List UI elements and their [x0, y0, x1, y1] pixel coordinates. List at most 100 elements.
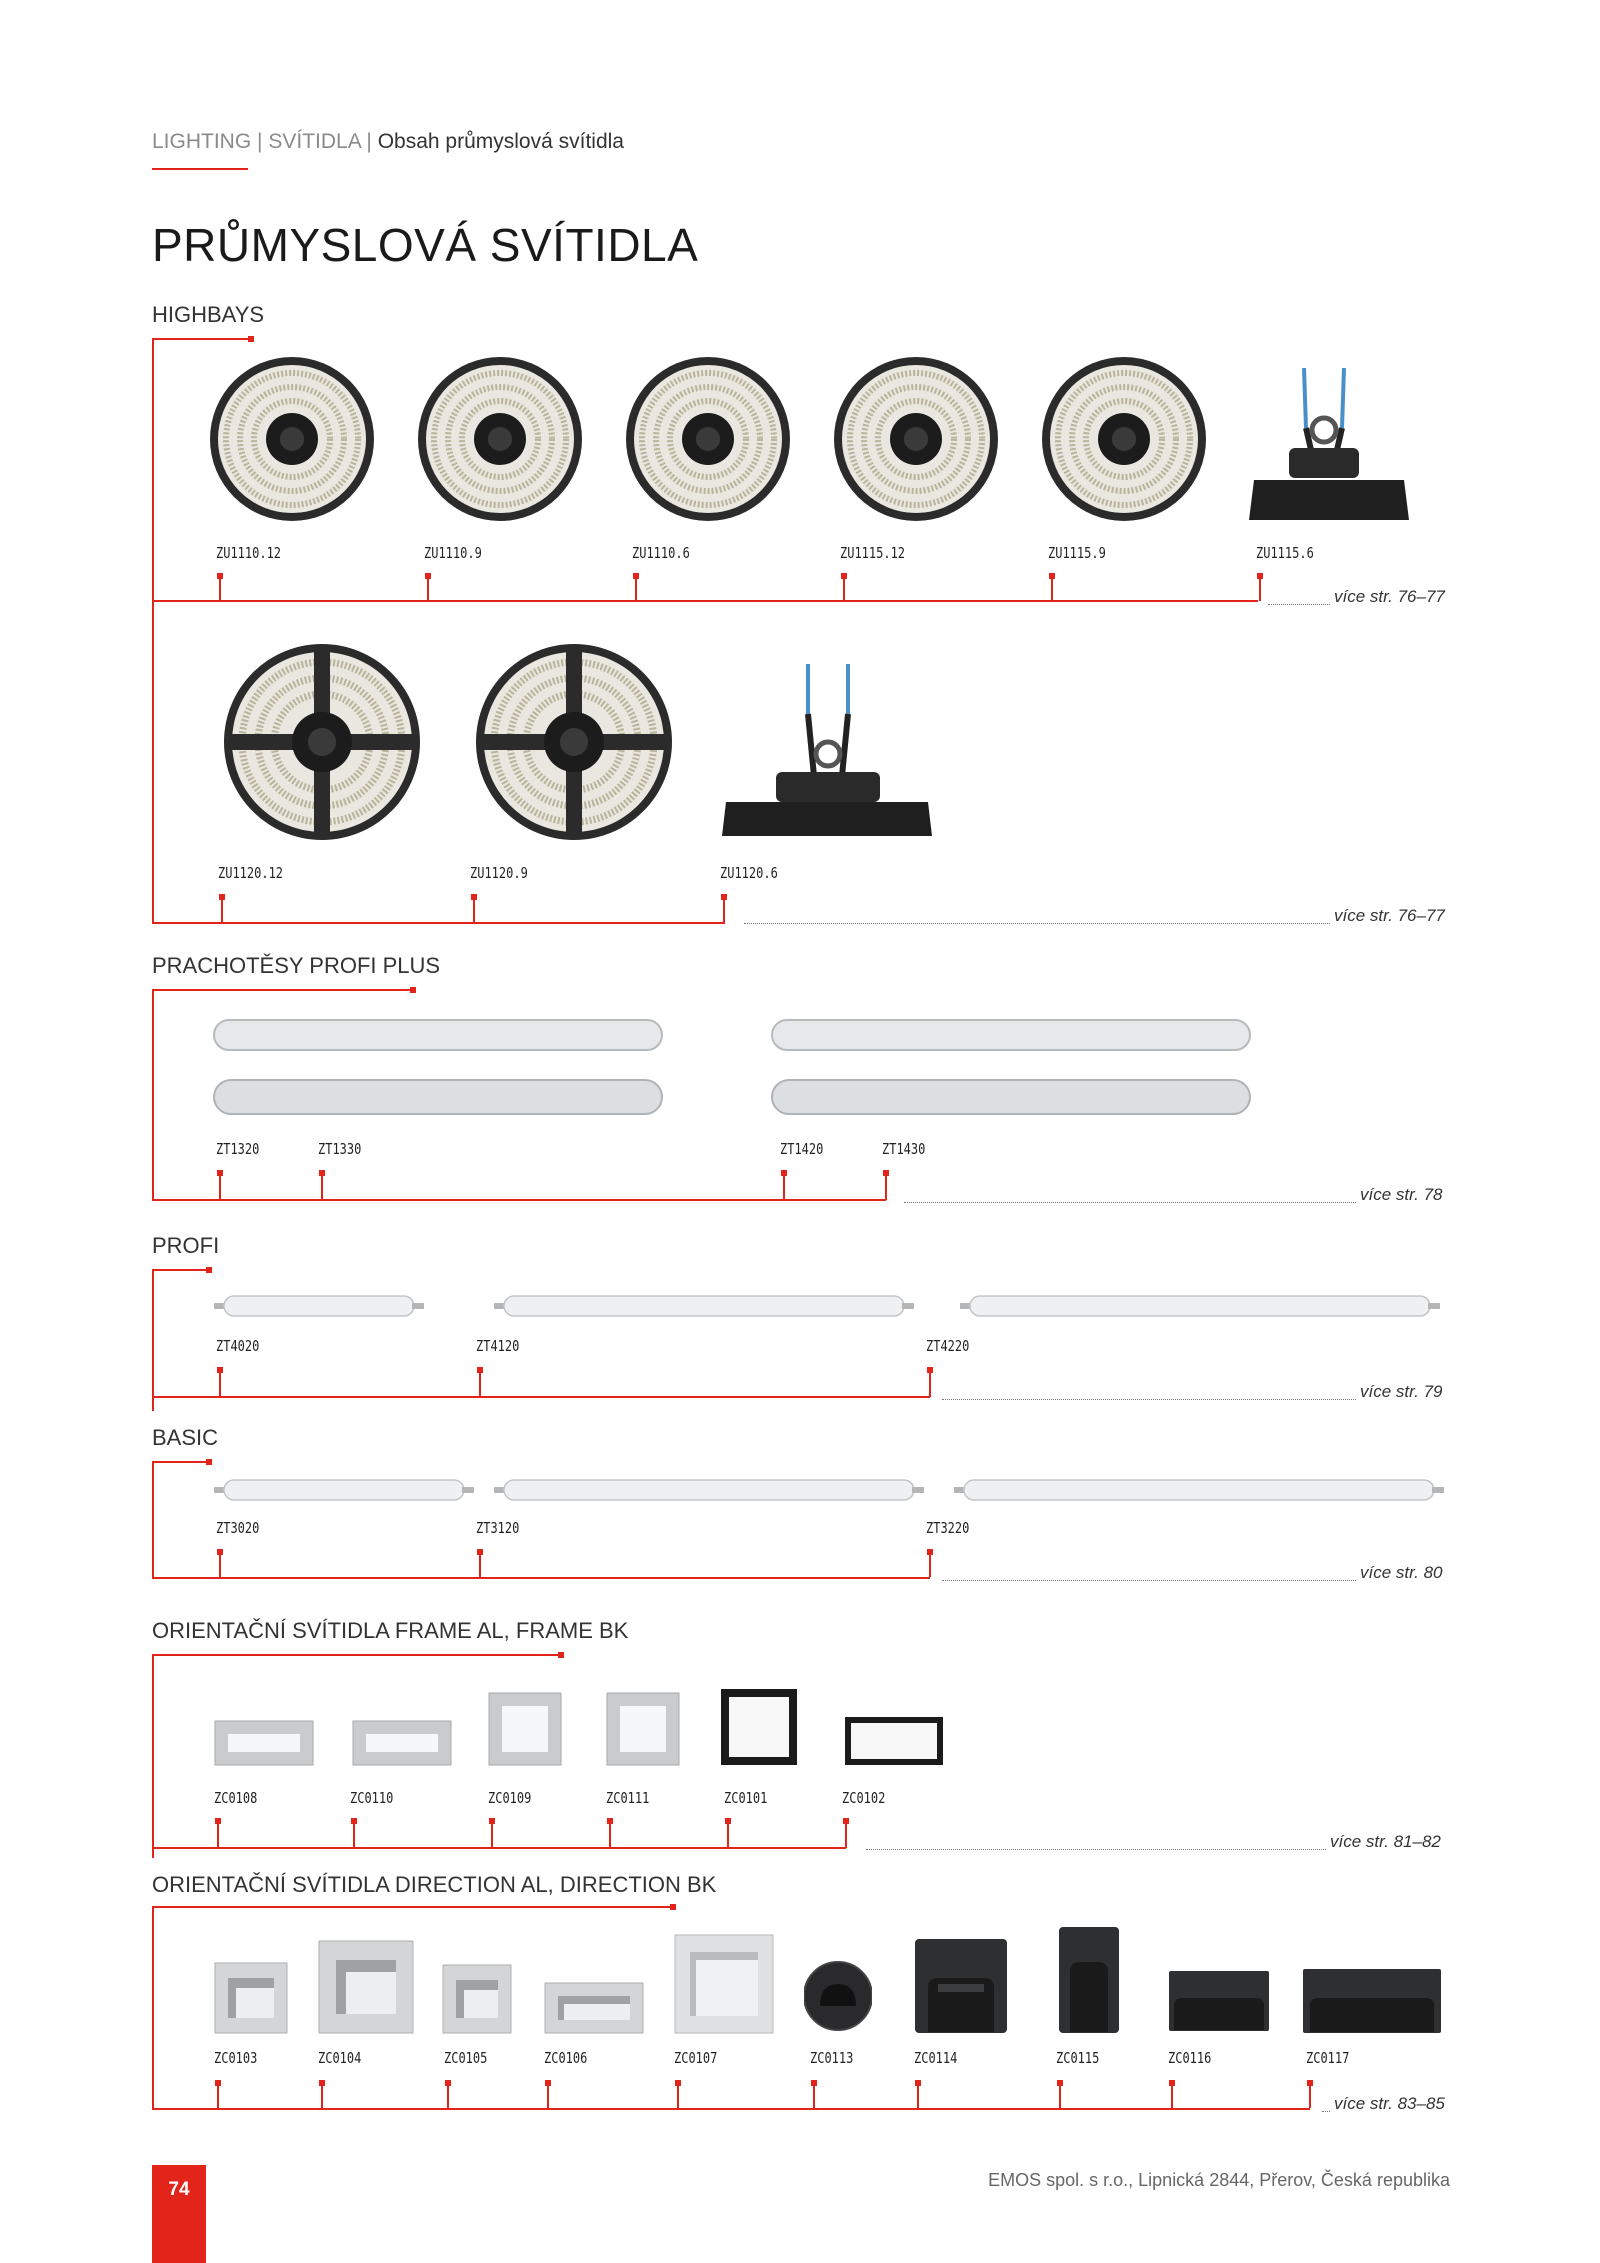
frame-bk-rect-image [845, 1717, 943, 1765]
direction-bk-round-image [804, 1961, 872, 2031]
section-title-prachotesy: PRACHOTĚSY PROFI PLUS [152, 953, 441, 978]
product-code[interactable]: ZC0111 [606, 1789, 650, 1807]
footer-company: EMOS spol. s r.o., Lipnická 2844, Přerov… [988, 2170, 1450, 2190]
connector-tick [929, 1367, 931, 1397]
connector-tick [479, 1549, 481, 1577]
connector-tick [813, 2080, 815, 2108]
connector-tick [221, 894, 223, 922]
product-code[interactable]: ZT3020 [216, 1519, 260, 1537]
dustproof-luminaire-pair-image [771, 1019, 1251, 1115]
more-pages-link[interactable]: více str. 81–82 [1330, 1832, 1441, 1851]
connector-line [152, 1199, 886, 1201]
tube-luminaire-image [214, 1479, 474, 1501]
product-code[interactable]: ZT1430 [882, 1140, 926, 1158]
direction-bk-square-image [915, 1939, 1007, 2033]
product-code[interactable]: ZU1115.12 [840, 544, 906, 562]
product-code[interactable]: ZU1110.12 [216, 544, 282, 562]
connector-tick [1309, 2080, 1311, 2108]
more-pages-link[interactable]: více str. 83–85 [1334, 2094, 1445, 2113]
product-code[interactable]: ZU1115.6 [1256, 544, 1314, 562]
product-code[interactable]: ZT3120 [476, 1519, 520, 1537]
highbay-round-image [210, 357, 374, 521]
product-code[interactable]: ZU1120.9 [470, 864, 528, 882]
direction-al-square-large-image [674, 1934, 774, 2034]
product-code[interactable]: ZC0113 [810, 2049, 854, 2067]
highbay-round-image [834, 357, 998, 521]
breadcrumb: LIGHTING | SVÍTIDLA | Obsah průmyslová s… [152, 130, 624, 154]
connector-tick [219, 1549, 221, 1577]
product-code[interactable]: ZC0110 [350, 1789, 394, 1807]
product-code[interactable]: ZC0107 [674, 2049, 718, 2067]
connector-tick [929, 1549, 931, 1577]
product-code[interactable]: ZC0108 [214, 1789, 258, 1807]
connector-tick [491, 1818, 493, 1848]
product-code[interactable]: ZT1320 [216, 1140, 260, 1158]
leader-dots [942, 1399, 1356, 1400]
product-code[interactable]: ZC0115 [1056, 2049, 1100, 2067]
frame-al-rect-image [352, 1720, 452, 1766]
highbay-round-image [626, 357, 790, 521]
highbay-round-image [1042, 357, 1206, 521]
breadcrumb-svitidla[interactable]: SVÍTIDLA [268, 130, 361, 153]
frame-bk-square-image [721, 1689, 797, 1765]
breadcrumb-lighting[interactable]: LIGHTING [152, 130, 252, 153]
product-code[interactable]: ZU1120.6 [720, 864, 778, 882]
product-code[interactable]: ZC0103 [214, 2049, 258, 2067]
direction-bk-rect-image [1169, 1971, 1269, 2031]
product-code[interactable]: ZC0105 [444, 2049, 488, 2067]
product-code[interactable]: ZC0104 [318, 2049, 362, 2067]
product-code[interactable]: ZT4220 [926, 1337, 970, 1355]
product-code[interactable]: ZC0101 [724, 1789, 768, 1807]
more-pages-link[interactable]: více str. 78 [1360, 1185, 1443, 1204]
connector-line [152, 1847, 846, 1849]
direction-bk-vertical-image [1059, 1927, 1119, 2033]
connector-tick [219, 1170, 221, 1200]
section-rule-dot [670, 1904, 676, 1910]
product-code[interactable]: ZU1110.6 [632, 544, 690, 562]
bracket-vertical [152, 1654, 154, 1858]
more-pages-link[interactable]: více str. 76–77 [1334, 906, 1445, 925]
product-code[interactable]: ZC0109 [488, 1789, 532, 1807]
direction-bk-rect-large-image [1303, 1969, 1441, 2033]
leader-dots [1268, 604, 1330, 605]
connector-tick [677, 2080, 679, 2108]
connector-tick [547, 2080, 549, 2108]
more-pages-link[interactable]: více str. 76–77 [1334, 587, 1445, 606]
section-rule [152, 1906, 674, 1908]
connector-tick [1259, 573, 1261, 601]
connector-line [152, 2108, 1310, 2110]
connector-tick [473, 894, 475, 922]
page-number: 74 [152, 2165, 206, 2263]
connector-tick [635, 573, 637, 601]
highbay-round-large-image [476, 644, 672, 840]
product-code[interactable]: ZU1115.9 [1048, 544, 1106, 562]
product-code[interactable]: ZC0114 [914, 2049, 958, 2067]
connector-tick [217, 1818, 219, 1848]
section-title-profi: PROFI [152, 1233, 220, 1258]
product-code[interactable]: ZC0106 [544, 2049, 588, 2067]
product-code[interactable]: ZT4120 [476, 1337, 520, 1355]
product-code[interactable]: ZT1420 [780, 1140, 824, 1158]
more-pages-link[interactable]: více str. 79 [1360, 1382, 1443, 1401]
leader-dots [744, 923, 1330, 924]
product-code[interactable]: ZC0117 [1306, 2049, 1350, 2067]
bracket-vertical [152, 338, 154, 924]
bracket-vertical [152, 1906, 154, 2110]
product-code[interactable]: ZU1120.12 [218, 864, 284, 882]
connector-line [152, 1396, 930, 1398]
product-code[interactable]: ZC0102 [842, 1789, 886, 1807]
connector-tick [843, 573, 845, 601]
connector-tick [1051, 573, 1053, 601]
product-code[interactable]: ZU1110.9 [424, 544, 482, 562]
connector-tick [447, 2080, 449, 2108]
leader-dots [866, 1849, 1326, 1850]
connector-tick [885, 1170, 887, 1200]
product-code[interactable]: ZT4020 [216, 1337, 260, 1355]
more-pages-link[interactable]: více str. 80 [1360, 1563, 1443, 1582]
section-title-direction: ORIENTAČNÍ SVÍTIDLA DIRECTION AL, DIRECT… [152, 1872, 717, 1897]
product-code[interactable]: ZC0116 [1168, 2049, 1212, 2067]
direction-al-square-image [214, 1962, 288, 2034]
product-code[interactable]: ZT3220 [926, 1519, 970, 1537]
highbay-side-view-image [722, 664, 932, 836]
product-code[interactable]: ZT1330 [318, 1140, 362, 1158]
